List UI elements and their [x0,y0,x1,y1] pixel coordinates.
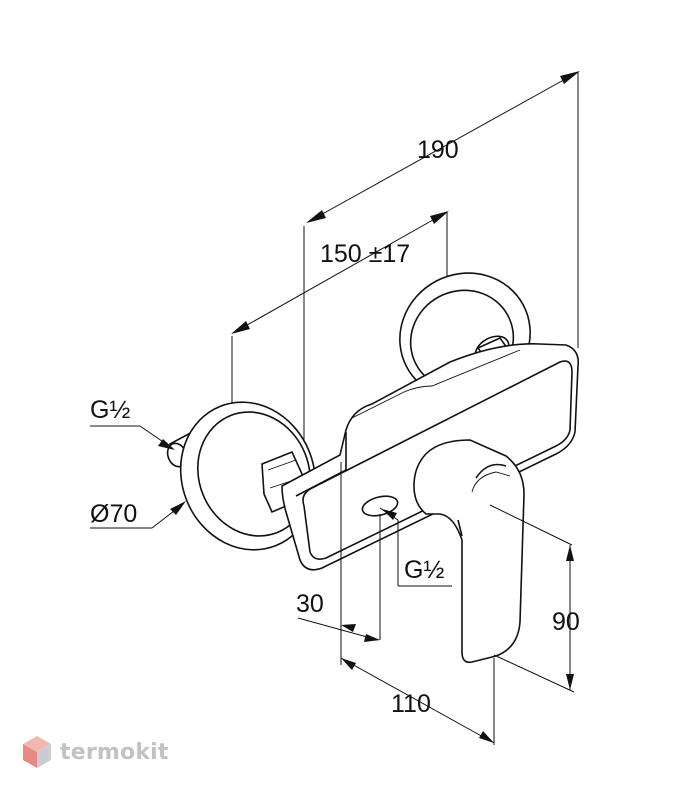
dimension-30-label: 30 [296,590,324,618]
dimension-90-label: 90 [552,608,580,636]
leader-flange-diameter: Ø70 [90,500,186,529]
dimension-110-label: 110 [391,690,431,718]
dimension-190-label: 190 [417,136,459,164]
dimension-90: 90 [489,504,580,693]
brand-logo: termokit [22,735,169,769]
lever-handle [413,439,525,664]
inlet-thread-label: G½ [90,396,130,424]
dimension-150-label: 150 ±17 [320,240,410,268]
wall-flange-left [166,401,317,551]
dimension-110: 110 [340,657,495,745]
dimension-30: 30 [296,462,381,665]
brand-name: termokit [60,739,169,765]
flange-diameter-label: Ø70 [90,500,137,528]
cube-logo-icon [23,736,51,768]
leader-inlet-thread: G½ [90,396,175,450]
dimension-150: 150 ±17 [231,211,449,408]
leader-outlet-thread: G½ [379,507,452,587]
dimension-190: 190 [303,71,580,450]
outlet-thread-label: G½ [404,556,444,584]
